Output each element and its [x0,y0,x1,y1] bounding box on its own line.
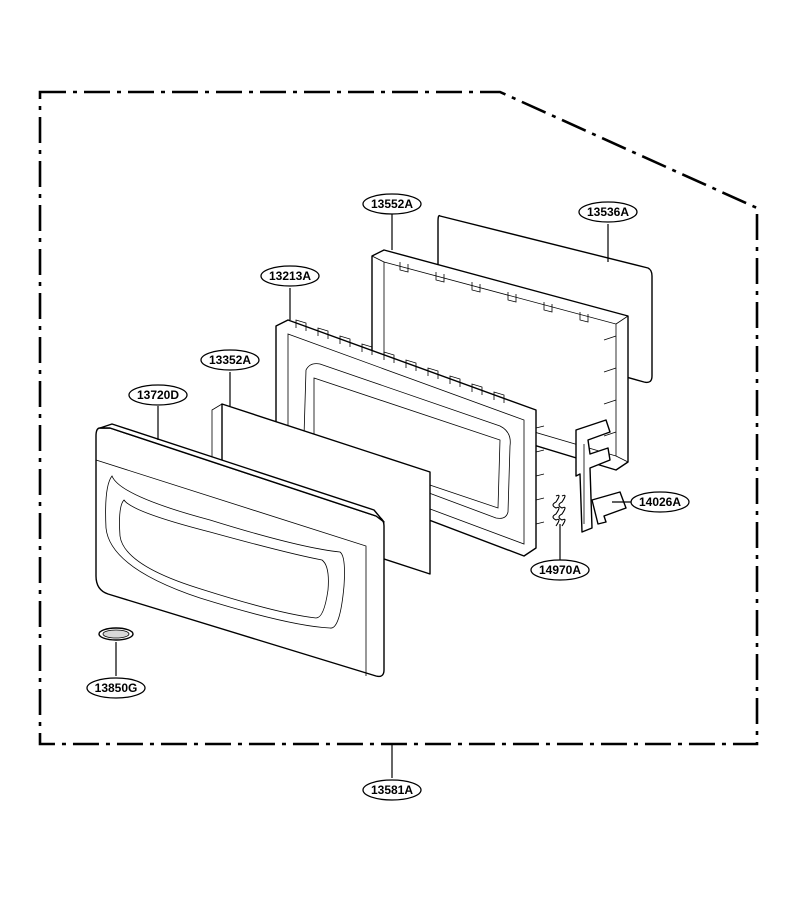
part-14970A-spring [552,494,566,527]
callout-label: 13213A [269,269,311,283]
callout-label: 14970A [539,563,581,577]
assembly-boundary [38,90,759,746]
callout-13581A: 13581A [362,779,422,801]
callout-14026A: 14026A [630,491,690,513]
callout-13850G: 13850G [86,677,146,699]
callout-13352A: 13352A [200,349,260,371]
callout-13213A: 13213A [260,265,320,287]
part-13213A-door-frame [275,319,545,557]
leader-lines [115,214,632,778]
part-14026A-latch-hook [575,419,627,533]
callout-13536A: 13536A [578,201,638,223]
callout-label: 13581A [371,783,413,797]
callout-13720D: 13720D [128,384,188,406]
part-13720D-door-front [95,423,385,678]
callout-13552A: 13552A [362,193,422,215]
callout-14970A: 14970A [530,559,590,581]
part-13850G-oval-button [98,627,134,641]
callout-label: 13552A [371,197,413,211]
callout-label: 14026A [639,495,681,509]
callout-label: 13536A [587,205,629,219]
callout-label: 13720D [137,388,179,402]
callout-label: 13352A [209,353,251,367]
callout-label: 13850G [95,681,138,695]
